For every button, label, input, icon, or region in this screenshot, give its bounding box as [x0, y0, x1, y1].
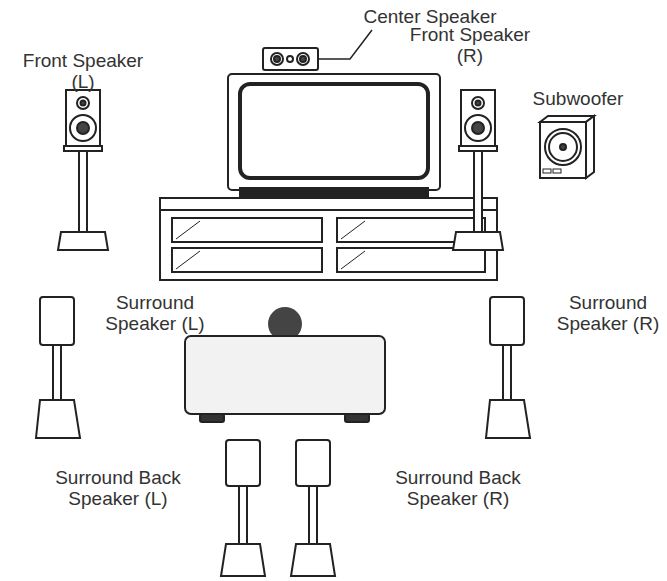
speaker-label: Surround Back Speaker (R)	[378, 467, 538, 509]
subwoofer-driver	[549, 133, 577, 161]
speaker-tweeter	[81, 101, 86, 106]
speaker-driver	[271, 53, 283, 65]
cabinet-drawer	[337, 248, 485, 272]
stand-column	[79, 151, 87, 232]
stand-column	[239, 486, 247, 544]
surround-speaker	[490, 297, 524, 345]
glass-reflection	[176, 221, 200, 239]
glass-reflection	[341, 251, 365, 269]
subwoofer-port	[553, 169, 561, 173]
speaker-label: Front Speaker (L)	[13, 50, 153, 92]
speaker-driver	[297, 53, 309, 65]
speaker-label: Subwoofer	[518, 88, 638, 109]
stand-column	[309, 486, 317, 544]
speaker-tweeter	[472, 97, 484, 109]
stand-column	[474, 151, 482, 232]
sofa	[185, 336, 385, 414]
speaker-driver	[70, 115, 96, 141]
tv-screen	[240, 84, 428, 178]
speaker-tweeter	[476, 101, 481, 106]
leader-line	[318, 30, 372, 59]
speaker-label: Front Speaker (R)	[400, 24, 540, 66]
stand-column	[503, 345, 511, 400]
subwoofer	[540, 122, 586, 178]
center-speaker	[263, 48, 318, 70]
stand-column	[53, 345, 61, 400]
illustration	[36, 30, 594, 576]
speaker-driver	[465, 115, 491, 141]
tv-cabinet	[160, 198, 497, 280]
subwoofer-port	[543, 169, 551, 173]
glass-reflection	[341, 221, 365, 239]
stand-base	[453, 232, 503, 250]
surround-speaker	[40, 297, 74, 345]
stand-base	[486, 400, 530, 438]
speaker-driver	[77, 122, 89, 134]
subwoofer-side	[586, 116, 594, 178]
glass-reflection	[176, 251, 200, 269]
speaker-tweeter	[287, 56, 293, 62]
subwoofer-driver	[560, 144, 566, 150]
sofa-foot	[345, 414, 369, 422]
speaker-driver	[300, 56, 306, 62]
speaker-driver	[274, 56, 280, 62]
subwoofer-driver	[545, 129, 581, 165]
front-speaker	[461, 90, 495, 146]
front-speaker	[66, 90, 100, 146]
stand-base	[36, 400, 80, 438]
stand-base	[58, 232, 108, 250]
stand-base	[221, 544, 265, 576]
speaker-driver	[472, 122, 484, 134]
speaker-label: Center Speaker	[330, 6, 530, 27]
tv-base	[240, 188, 428, 196]
cabinet-drawer	[172, 248, 322, 272]
speaker-tweeter	[77, 97, 89, 109]
cabinet-edge	[160, 209, 497, 211]
cabinet-drawer	[172, 218, 322, 242]
stand-base	[291, 544, 335, 576]
speaker-label: Surround Back Speaker (L)	[38, 467, 198, 509]
speaker-label: Surround Speaker (L)	[95, 292, 215, 334]
tv-body	[228, 74, 440, 190]
sofa-foot	[200, 414, 224, 422]
surround-back-speaker	[226, 440, 260, 486]
speaker-label: Surround Speaker (R)	[550, 292, 666, 334]
surround-back-speaker	[296, 440, 330, 486]
